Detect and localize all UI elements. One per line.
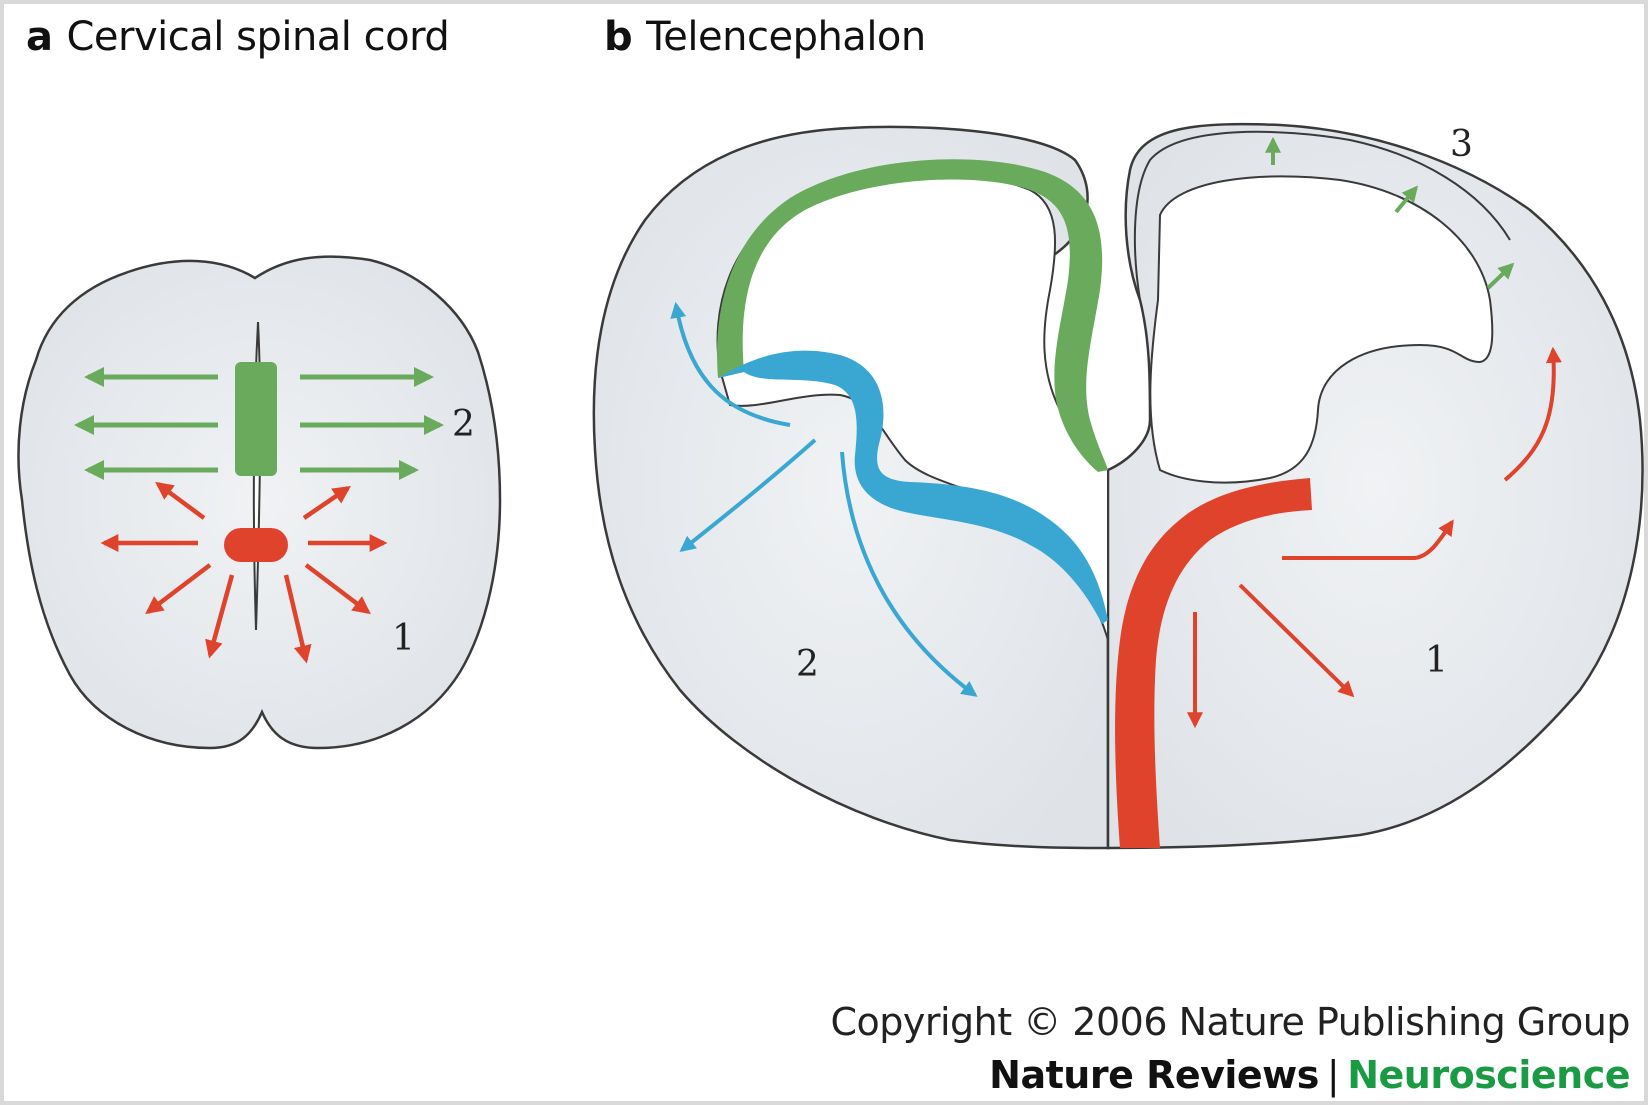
tel-label-3: 3: [1450, 124, 1473, 165]
journal-section: Neuroscience: [1347, 1053, 1630, 1097]
telencephalon: 2 1 3: [594, 124, 1643, 848]
roof-plate-green: [235, 362, 277, 476]
tel-label-2: 2: [796, 644, 819, 685]
journal-separator: |: [1327, 1053, 1339, 1097]
spinal-cord: 2 1: [18, 257, 500, 748]
journal-name: Nature Reviews: [989, 1053, 1319, 1097]
journal-credit: Nature Reviews|Neuroscience: [989, 1053, 1630, 1097]
copyright-notice: Copyright © 2006 Nature Publishing Group: [830, 1000, 1630, 1044]
spinal-label-2: 2: [452, 404, 475, 445]
tel-label-1: 1: [1425, 640, 1448, 681]
spinal-label-1: 1: [392, 618, 415, 659]
floor-plate-red: [224, 528, 288, 562]
